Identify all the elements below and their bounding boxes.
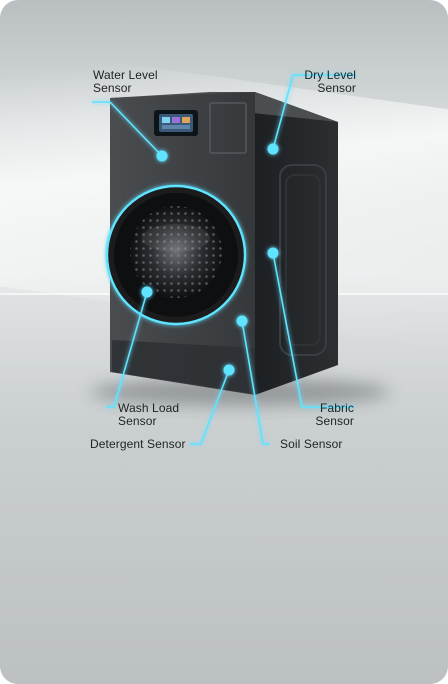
detergent-sensor-dot (223, 364, 235, 376)
callout-line-dry-level (272, 74, 356, 150)
callout-lines (92, 74, 356, 445)
side-embossed-panel (279, 164, 327, 356)
drum-perforations (130, 206, 222, 298)
fabric-label-line2: Sensor (315, 414, 354, 428)
detergent-drawer (209, 102, 247, 154)
wash-load-label-line2: Sensor (118, 414, 157, 428)
detergent-label-text: Detergent Sensor (90, 437, 186, 451)
callout-line-water-level (92, 101, 163, 157)
machine-kick-panel (112, 340, 255, 394)
water-level-sensor-label: Water Level Sensor (93, 69, 158, 95)
fabric-sensor-label: Fabric Sensor (315, 402, 354, 428)
callout-line-fabric (272, 252, 354, 408)
soil-sensor-dot (236, 315, 248, 327)
sensor-dots (141, 143, 279, 376)
wash-load-label-line1: Wash Load (118, 401, 180, 415)
soil-label-text: Soil Sensor (280, 437, 343, 451)
water-level-label-line2: Sensor (93, 81, 132, 95)
dry-level-sensor-label: Dry Level Sensor (304, 69, 356, 95)
machine-side-panel (255, 92, 338, 395)
side-embossed-inner (285, 174, 321, 346)
dry-level-label-line1: Dry Level (304, 68, 356, 82)
water-level-sensor-dot (156, 150, 168, 162)
callout-line-detergent (190, 369, 230, 445)
detergent-sensor-label: Detergent Sensor (90, 438, 186, 451)
dry-level-sensor-dot (267, 143, 279, 155)
soil-sensor-label: Soil Sensor (280, 438, 342, 451)
callout-line-wash-load (106, 291, 148, 408)
callout-line-soil (241, 320, 270, 445)
fabric-sensor-dot (267, 247, 279, 259)
water-level-label-line1: Water Level (93, 68, 158, 82)
wash-load-sensor-label: Wash Load Sensor (118, 402, 179, 428)
dry-level-label-line2: Sensor (317, 81, 356, 95)
wash-load-sensor-dot (141, 286, 153, 298)
fabric-label-line1: Fabric (320, 401, 354, 415)
